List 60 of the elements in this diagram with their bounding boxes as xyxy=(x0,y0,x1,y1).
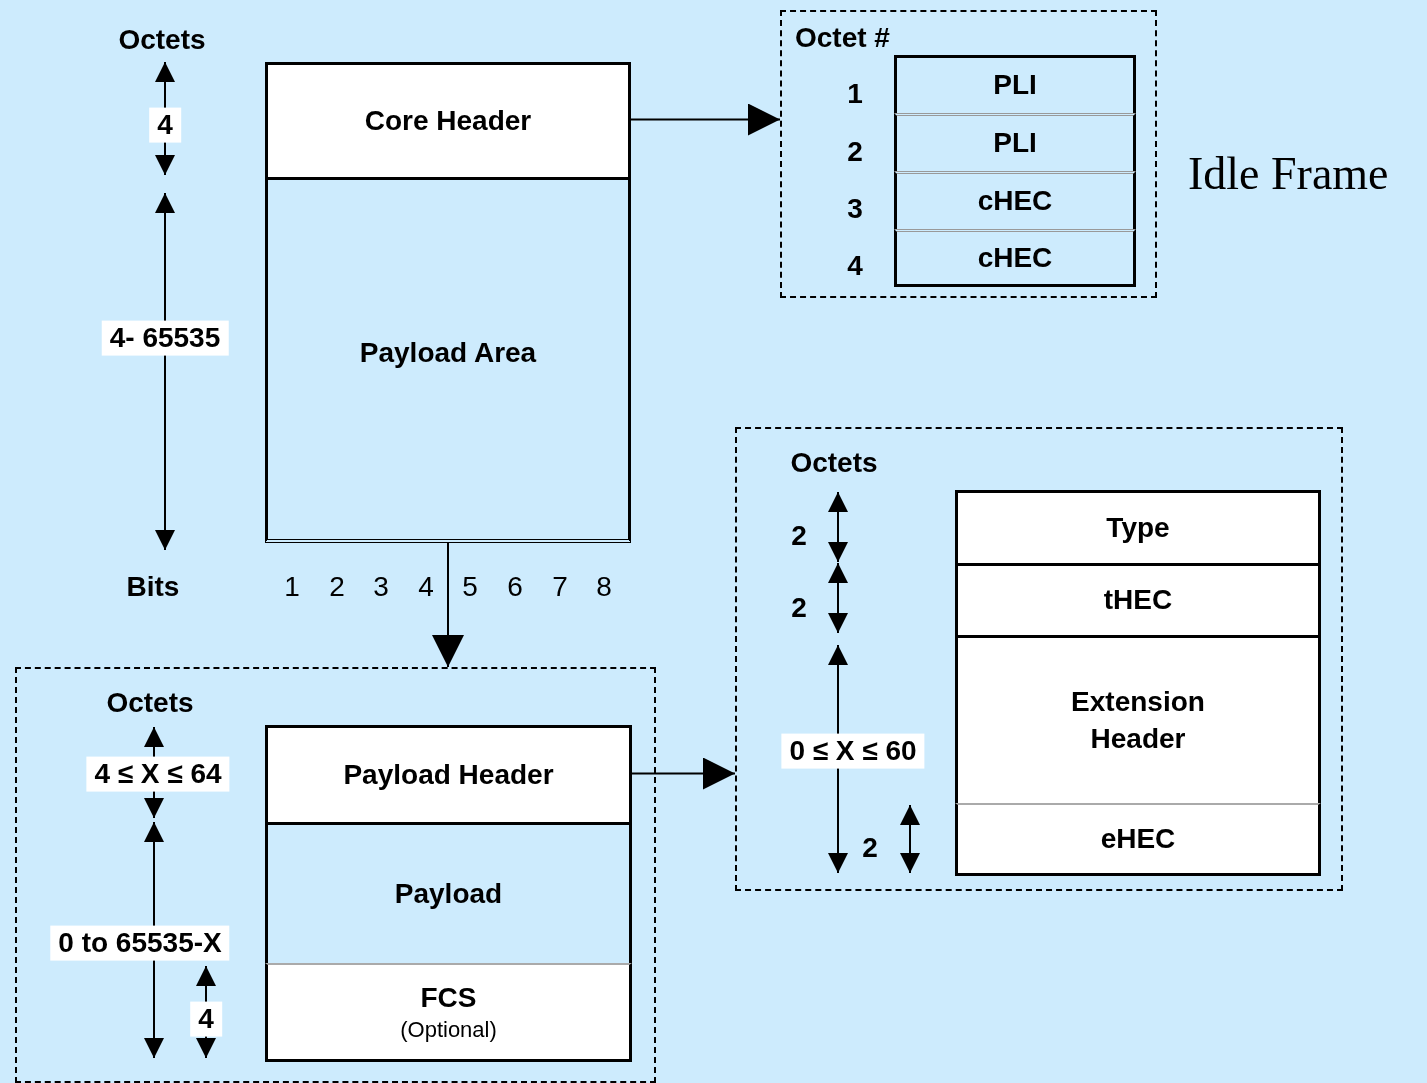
column-heading: Octets xyxy=(118,24,206,56)
field-label: eHEC xyxy=(1100,821,1176,856)
octet-field xyxy=(894,229,1136,287)
dimension-label: 2 xyxy=(791,592,807,624)
bit-number: 3 xyxy=(373,571,389,603)
header-field xyxy=(265,62,631,177)
bit-number: 8 xyxy=(596,571,612,603)
payload-field xyxy=(265,822,632,963)
field-label: PLI xyxy=(993,126,1037,161)
dimension-label: 0 ≤ X ≤ 60 xyxy=(781,733,925,769)
hec-field xyxy=(955,563,1321,635)
field-label: cHEC xyxy=(977,184,1053,219)
bit-number: 6 xyxy=(507,571,523,603)
payload-area-field xyxy=(265,177,631,543)
column-heading: Octet # xyxy=(795,22,890,54)
octet-number: 1 xyxy=(847,78,863,110)
column-heading: Octets xyxy=(790,447,878,479)
dimension-label: 2 xyxy=(862,832,878,864)
type-field xyxy=(955,490,1321,563)
dimension-label: 4- 65535 xyxy=(101,320,229,356)
bit-number: 4 xyxy=(418,571,434,603)
dimension-label: 4 xyxy=(149,107,181,143)
arrow xyxy=(432,542,464,668)
payload-area-group xyxy=(15,667,656,1083)
fcs-field xyxy=(265,963,632,1062)
field-label: Payload Header xyxy=(343,757,554,792)
field-label: cHEC xyxy=(977,240,1053,275)
bit-number: 2 xyxy=(329,571,345,603)
hec-field xyxy=(955,803,1321,876)
dimension-label: 4 ≤ X ≤ 64 xyxy=(86,756,230,792)
octet-field xyxy=(894,55,1136,113)
field-label: Payload Area xyxy=(359,336,537,370)
octet-number: 3 xyxy=(847,193,863,225)
bit-number: 1 xyxy=(284,571,300,603)
field-label: tHEC xyxy=(1103,583,1173,618)
dimension-label: 2 xyxy=(791,520,807,552)
arrow xyxy=(630,103,781,136)
field-label: PLI xyxy=(993,68,1037,103)
frame-caption: Idle Frame xyxy=(1188,146,1389,200)
dimension-label: 0 to 65535-X xyxy=(50,925,230,961)
field-label: FCS xyxy=(420,980,477,1015)
column-heading: Octets xyxy=(106,687,194,719)
field-label: Extension Header xyxy=(1070,685,1206,756)
field-label: Type xyxy=(1106,510,1170,545)
octet-field xyxy=(894,171,1136,229)
octet-field xyxy=(894,113,1136,171)
dimension-label: 4 xyxy=(190,1001,222,1037)
field-label: Payload xyxy=(394,876,503,911)
bit-number: 5 xyxy=(462,571,478,603)
octet-number: 2 xyxy=(847,136,863,168)
extension-header-field xyxy=(955,635,1321,803)
payload-header-group xyxy=(735,427,1343,891)
header-field xyxy=(265,725,632,822)
axis-title: Bits xyxy=(126,571,180,603)
field-note: (Optional) xyxy=(400,1015,497,1044)
field-label: Core Header xyxy=(364,103,532,138)
arrow xyxy=(631,757,736,790)
octet-number: 4 xyxy=(847,250,863,282)
bit-number: 7 xyxy=(552,571,568,603)
idle-frame-group xyxy=(780,10,1157,298)
